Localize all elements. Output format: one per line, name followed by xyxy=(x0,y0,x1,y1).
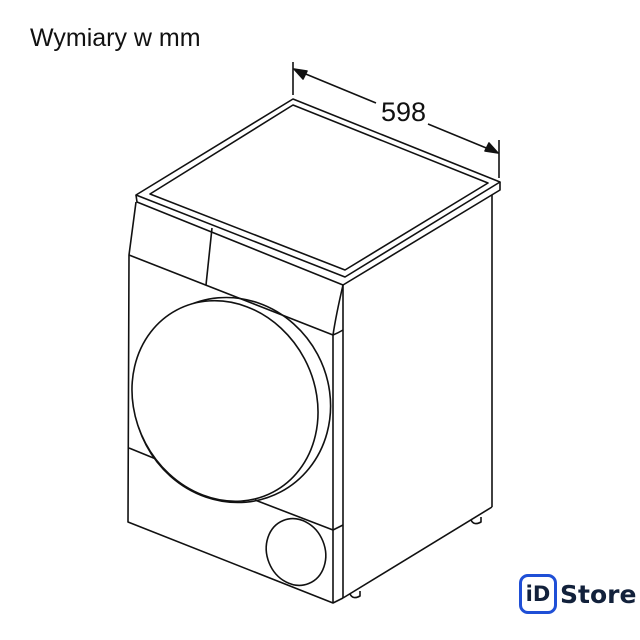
logo-mark: iD xyxy=(519,574,557,614)
width-dimension: 598 xyxy=(292,62,500,178)
dryer-top xyxy=(135,98,501,286)
diagram-title: Wymiary w mm xyxy=(30,24,201,52)
dryer-side xyxy=(342,195,493,599)
logo-text: Store xyxy=(560,579,637,609)
logo: iD Store xyxy=(519,574,636,614)
dryer-front xyxy=(127,201,344,604)
door xyxy=(131,296,332,504)
filter-cover xyxy=(265,517,327,587)
dimension-label: 598 xyxy=(381,97,426,127)
